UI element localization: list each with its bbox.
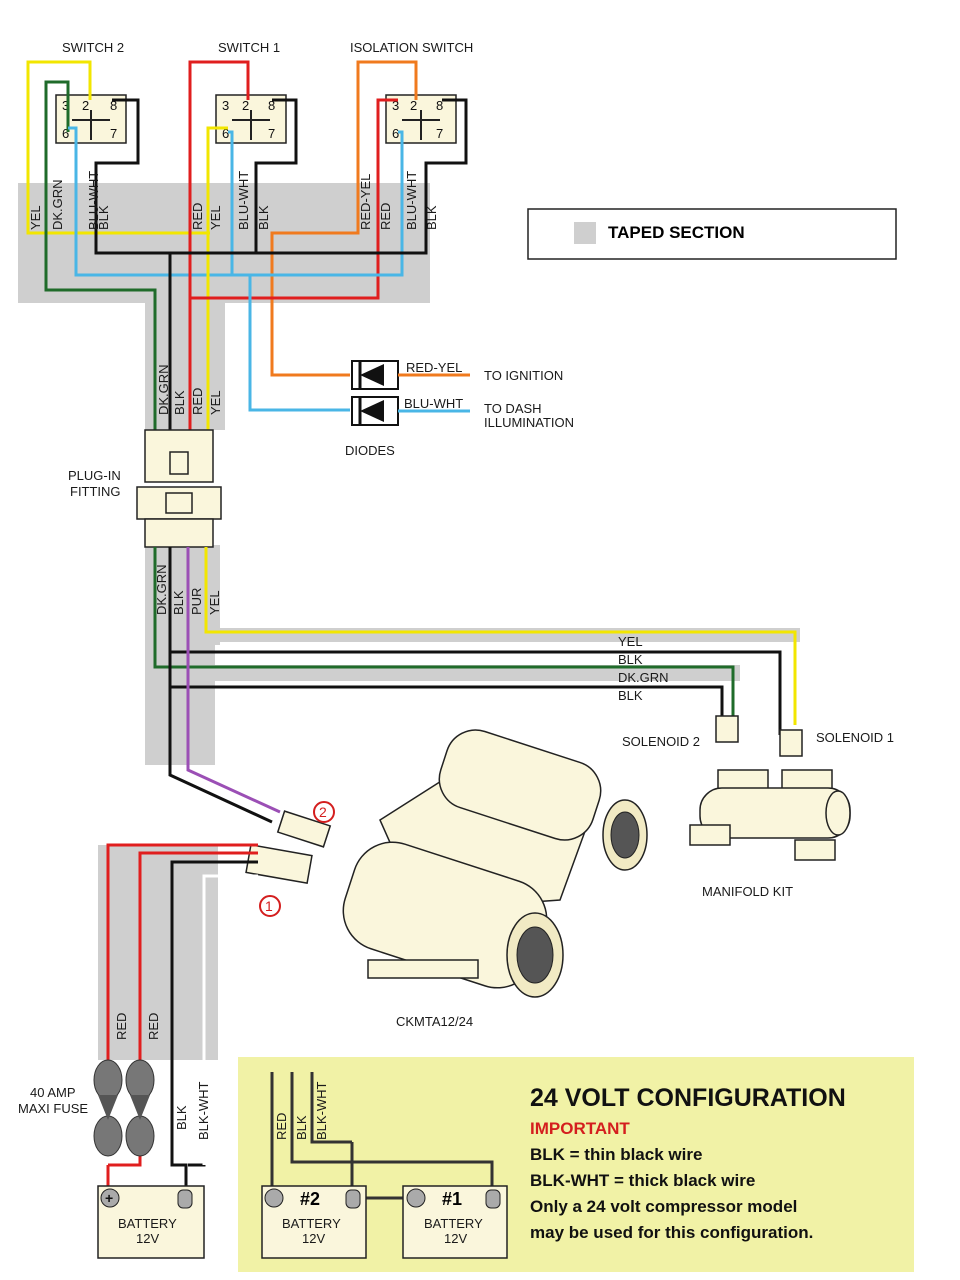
battery-12v: + BATTERY 12V: [97, 1185, 205, 1259]
config-title: 24 VOLT CONFIGURATION: [530, 1084, 846, 1112]
diodes-label: DIODES: [345, 443, 395, 458]
svg-text:MAXI FUSE: MAXI FUSE: [18, 1101, 88, 1116]
svg-text:BLK: BLK: [618, 688, 643, 703]
svg-text:RED-YEL: RED-YEL: [406, 360, 462, 375]
taped-sections: [18, 183, 800, 1060]
upper-wires: [26, 60, 468, 430]
svg-text:YEL: YEL: [28, 205, 43, 230]
svg-text:BLU-WHT: BLU-WHT: [404, 171, 419, 230]
svg-text:8: 8: [110, 98, 117, 113]
svg-text:2: 2: [319, 804, 327, 820]
svg-text:FITTING: FITTING: [70, 484, 121, 499]
svg-text:2: 2: [242, 98, 249, 113]
svg-text:BLK: BLK: [294, 1115, 309, 1140]
svg-text:BLK: BLK: [424, 205, 439, 230]
switch-1-label: SWITCH 1: [218, 40, 280, 55]
compressor: 2 1 CKMTA12/24: [245, 729, 648, 1029]
svg-text:12V: 12V: [444, 1231, 467, 1246]
svg-text:RED-YEL: RED-YEL: [358, 174, 373, 230]
svg-text:MANIFOLD KIT: MANIFOLD KIT: [702, 884, 793, 899]
svg-text:8: 8: [436, 98, 443, 113]
svg-text:DK.GRN: DK.GRN: [154, 564, 169, 615]
svg-text:DK.GRN: DK.GRN: [50, 179, 65, 230]
upper-wire-labels: YEL DK.GRN BLU-WHT BLK RED YEL BLU-WHT B…: [28, 171, 439, 415]
svg-text:SOLENOID 1: SOLENOID 1: [816, 730, 894, 745]
diodes: RED-YEL TO IGNITION BLU-WHT TO DASH ILLU…: [345, 360, 574, 458]
svg-text:BATTERY: BATTERY: [118, 1216, 177, 1231]
svg-text:#2: #2: [300, 1189, 320, 1209]
svg-text:BLU-WHT: BLU-WHT: [86, 171, 101, 230]
svg-text:RED: RED: [190, 203, 205, 230]
switch-2-label: SWITCH 2: [62, 40, 124, 55]
svg-text:3: 3: [222, 98, 229, 113]
svg-text:7: 7: [110, 126, 117, 141]
svg-text:TO DASH: TO DASH: [484, 401, 542, 416]
svg-text:may be used for this configura: may be used for this configuration.: [530, 1223, 813, 1242]
svg-text:BLK: BLK: [618, 652, 643, 667]
svg-text:RED: RED: [190, 388, 205, 415]
svg-text:7: 7: [436, 126, 443, 141]
switch-1: SWITCH 1 3 2 8 6 7: [215, 40, 287, 144]
svg-text:7: 7: [268, 126, 275, 141]
svg-text:BLK: BLK: [174, 1105, 189, 1130]
diode-ignition: RED-YEL TO IGNITION: [351, 360, 563, 390]
svg-text:BATTERY: BATTERY: [424, 1216, 483, 1231]
svg-text:BLK-WHT = thick black wire: BLK-WHT = thick black wire: [530, 1171, 755, 1190]
svg-text:Only a 24 volt compressor mode: Only a 24 volt compressor model: [530, 1197, 797, 1216]
svg-text:RED: RED: [378, 203, 393, 230]
svg-text:BLK: BLK: [171, 590, 186, 615]
svg-text:YEL: YEL: [207, 590, 222, 615]
config-panel: RED BLK BLK-WHT #2 BATTERY 12V #1 BATTER…: [238, 1057, 914, 1272]
legend-label: TAPED SECTION: [608, 223, 745, 242]
svg-text:PLUG-IN: PLUG-IN: [68, 468, 121, 483]
svg-text:2: 2: [410, 98, 417, 113]
svg-text:1: 1: [265, 898, 273, 914]
svg-text:8: 8: [268, 98, 275, 113]
svg-text:BLK: BLK: [96, 205, 111, 230]
svg-text:BLK-WHT: BLK-WHT: [196, 1081, 211, 1140]
svg-text:BLU-WHT: BLU-WHT: [236, 171, 251, 230]
svg-text:6: 6: [392, 126, 399, 141]
svg-text:3: 3: [392, 98, 399, 113]
svg-text:TO IGNITION: TO IGNITION: [484, 368, 563, 383]
svg-text:2: 2: [82, 98, 89, 113]
svg-text:YEL: YEL: [208, 205, 223, 230]
lower-wire-labels: DK.GRN BLK PUR YEL YEL BLK DK.GRN BLK: [154, 564, 669, 703]
svg-text:+: +: [105, 1190, 113, 1206]
compressor-model: CKMTA12/24: [396, 1014, 473, 1029]
svg-text:6: 6: [62, 126, 69, 141]
svg-text:3: 3: [62, 98, 69, 113]
legend-box: TAPED SECTION: [527, 208, 897, 260]
svg-text:DK.GRN: DK.GRN: [618, 670, 669, 685]
svg-text:BLK = thin black wire: BLK = thin black wire: [530, 1145, 702, 1164]
svg-text:YEL: YEL: [618, 634, 643, 649]
svg-text:BLK: BLK: [256, 205, 271, 230]
svg-text:RED: RED: [274, 1113, 289, 1140]
svg-text:12V: 12V: [302, 1231, 325, 1246]
manifold-kit: SOLENOID 2 SOLENOID 1 MANIFOLD KIT: [622, 715, 894, 899]
config-important: IMPORTANT: [530, 1119, 630, 1138]
svg-text:BLK: BLK: [172, 390, 187, 415]
diode-dash: BLU-WHT TO DASH ILLUMINATION: [351, 396, 574, 430]
svg-text:40 AMP: 40 AMP: [30, 1085, 76, 1100]
svg-text:BLK-WHT: BLK-WHT: [314, 1081, 329, 1140]
svg-text:#1: #1: [442, 1189, 462, 1209]
svg-text:PUR: PUR: [189, 588, 204, 615]
svg-text:RED: RED: [146, 1013, 161, 1040]
svg-text:RED: RED: [114, 1013, 129, 1040]
svg-text:BATTERY: BATTERY: [282, 1216, 341, 1231]
svg-text:DK.GRN: DK.GRN: [156, 364, 171, 415]
isolation-switch-label: ISOLATION SWITCH: [350, 40, 473, 55]
svg-text:12V: 12V: [136, 1231, 159, 1246]
svg-text:BLU-WHT: BLU-WHT: [404, 396, 463, 411]
lower-wires: [153, 547, 797, 824]
isolation-switch: ISOLATION SWITCH 3 2 8 6 7: [350, 40, 473, 144]
svg-text:YEL: YEL: [208, 390, 223, 415]
svg-text:6: 6: [222, 126, 229, 141]
maxi-fuse: 40 AMP MAXI FUSE: [18, 1059, 155, 1157]
svg-text:SOLENOID 2: SOLENOID 2: [622, 734, 700, 749]
svg-text:ILLUMINATION: ILLUMINATION: [484, 415, 574, 430]
plug-in-fitting: PLUG-IN FITTING: [68, 429, 222, 548]
